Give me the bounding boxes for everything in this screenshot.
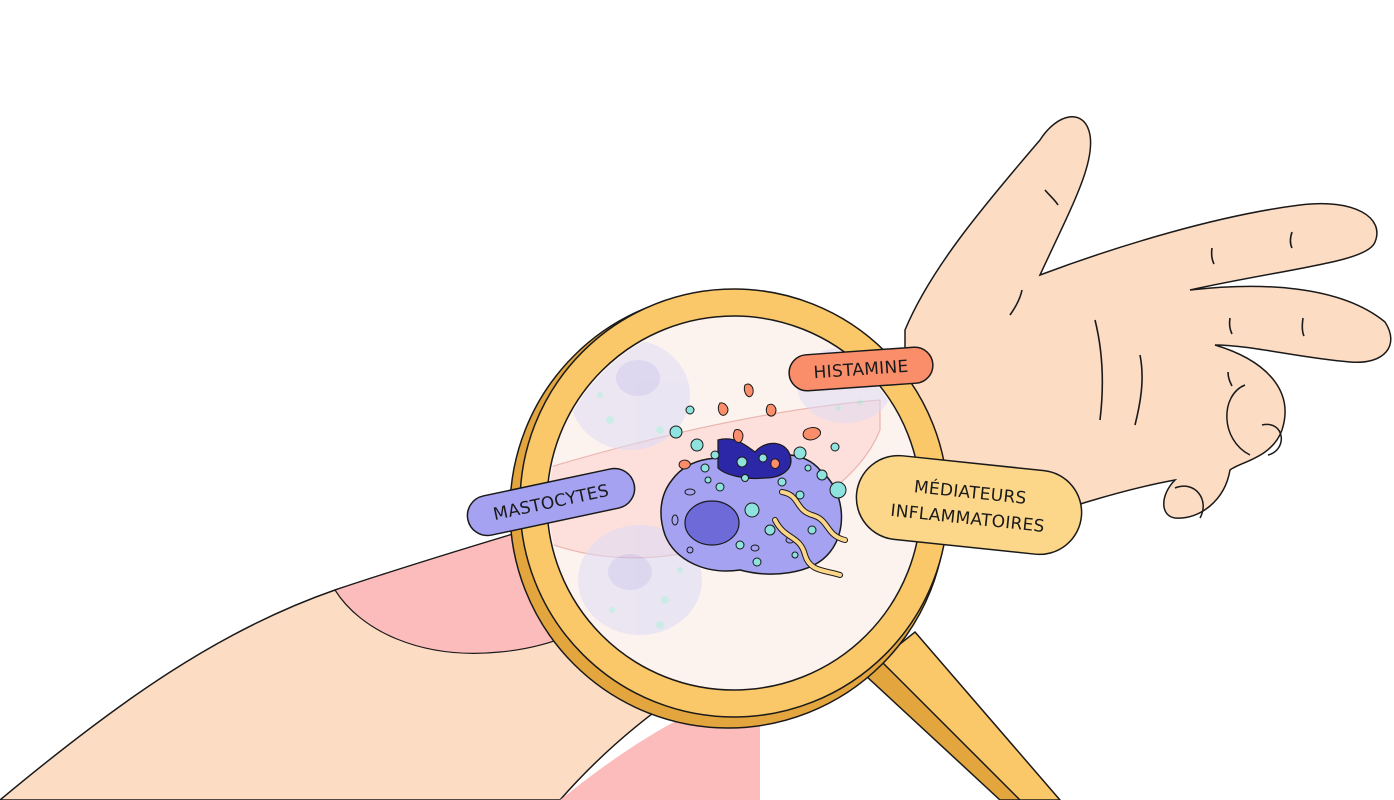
finger-crease-1 bbox=[1044, 189, 1059, 206]
hand bbox=[904, 116, 1392, 546]
finger-crease-4 bbox=[1301, 317, 1305, 337]
background-cell-bottom-left bbox=[578, 525, 702, 635]
inflammatory-mediator-strands bbox=[772, 489, 848, 578]
mast-cell-nucleus bbox=[684, 500, 740, 546]
thumb-nail bbox=[1261, 423, 1283, 456]
mast-cell bbox=[660, 383, 848, 578]
magnifier-handle bbox=[863, 630, 1061, 800]
finger-crease-3 bbox=[1210, 247, 1215, 265]
palm-crease-2 bbox=[1134, 354, 1143, 426]
palm-crease-3 bbox=[1009, 289, 1023, 316]
finger-nail bbox=[1174, 485, 1204, 519]
hand-skin bbox=[904, 116, 1392, 546]
palm-crease-1 bbox=[1094, 319, 1104, 421]
finger-crease-2 bbox=[1289, 231, 1293, 249]
released-granules bbox=[669, 405, 847, 499]
finger-crease-6 bbox=[1227, 371, 1233, 387]
finger-crease-5 bbox=[1228, 317, 1233, 335]
intracellular-granules bbox=[704, 474, 817, 567]
thumb-knuckle bbox=[1226, 384, 1251, 456]
histamine-droplets bbox=[678, 383, 821, 470]
label-histamine: HISTAMINE bbox=[788, 346, 934, 392]
label-mediateurs-inflammatoires: MÉDIATEURS INFLAMMATOIRES bbox=[855, 454, 1083, 556]
